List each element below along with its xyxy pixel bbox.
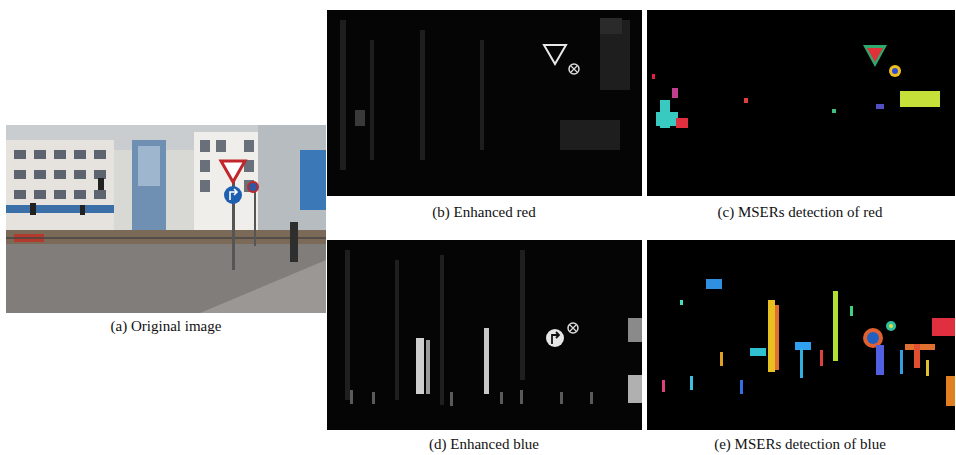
panel-caption: (c) MSERs detection of red [718, 203, 883, 221]
panel-caption: (e) MSERs detection of blue [714, 435, 886, 453]
mser-blue-map [647, 240, 955, 430]
enhanced-red-map [327, 10, 642, 196]
enhanced-blue-map [327, 240, 642, 430]
panel-caption: (d) Enhanced blue [429, 435, 539, 453]
panel-caption: (b) Enhanced red [432, 203, 535, 221]
mser-red-map [647, 10, 955, 196]
original-photo [6, 125, 326, 313]
panel-caption: (a) Original image [111, 317, 222, 335]
